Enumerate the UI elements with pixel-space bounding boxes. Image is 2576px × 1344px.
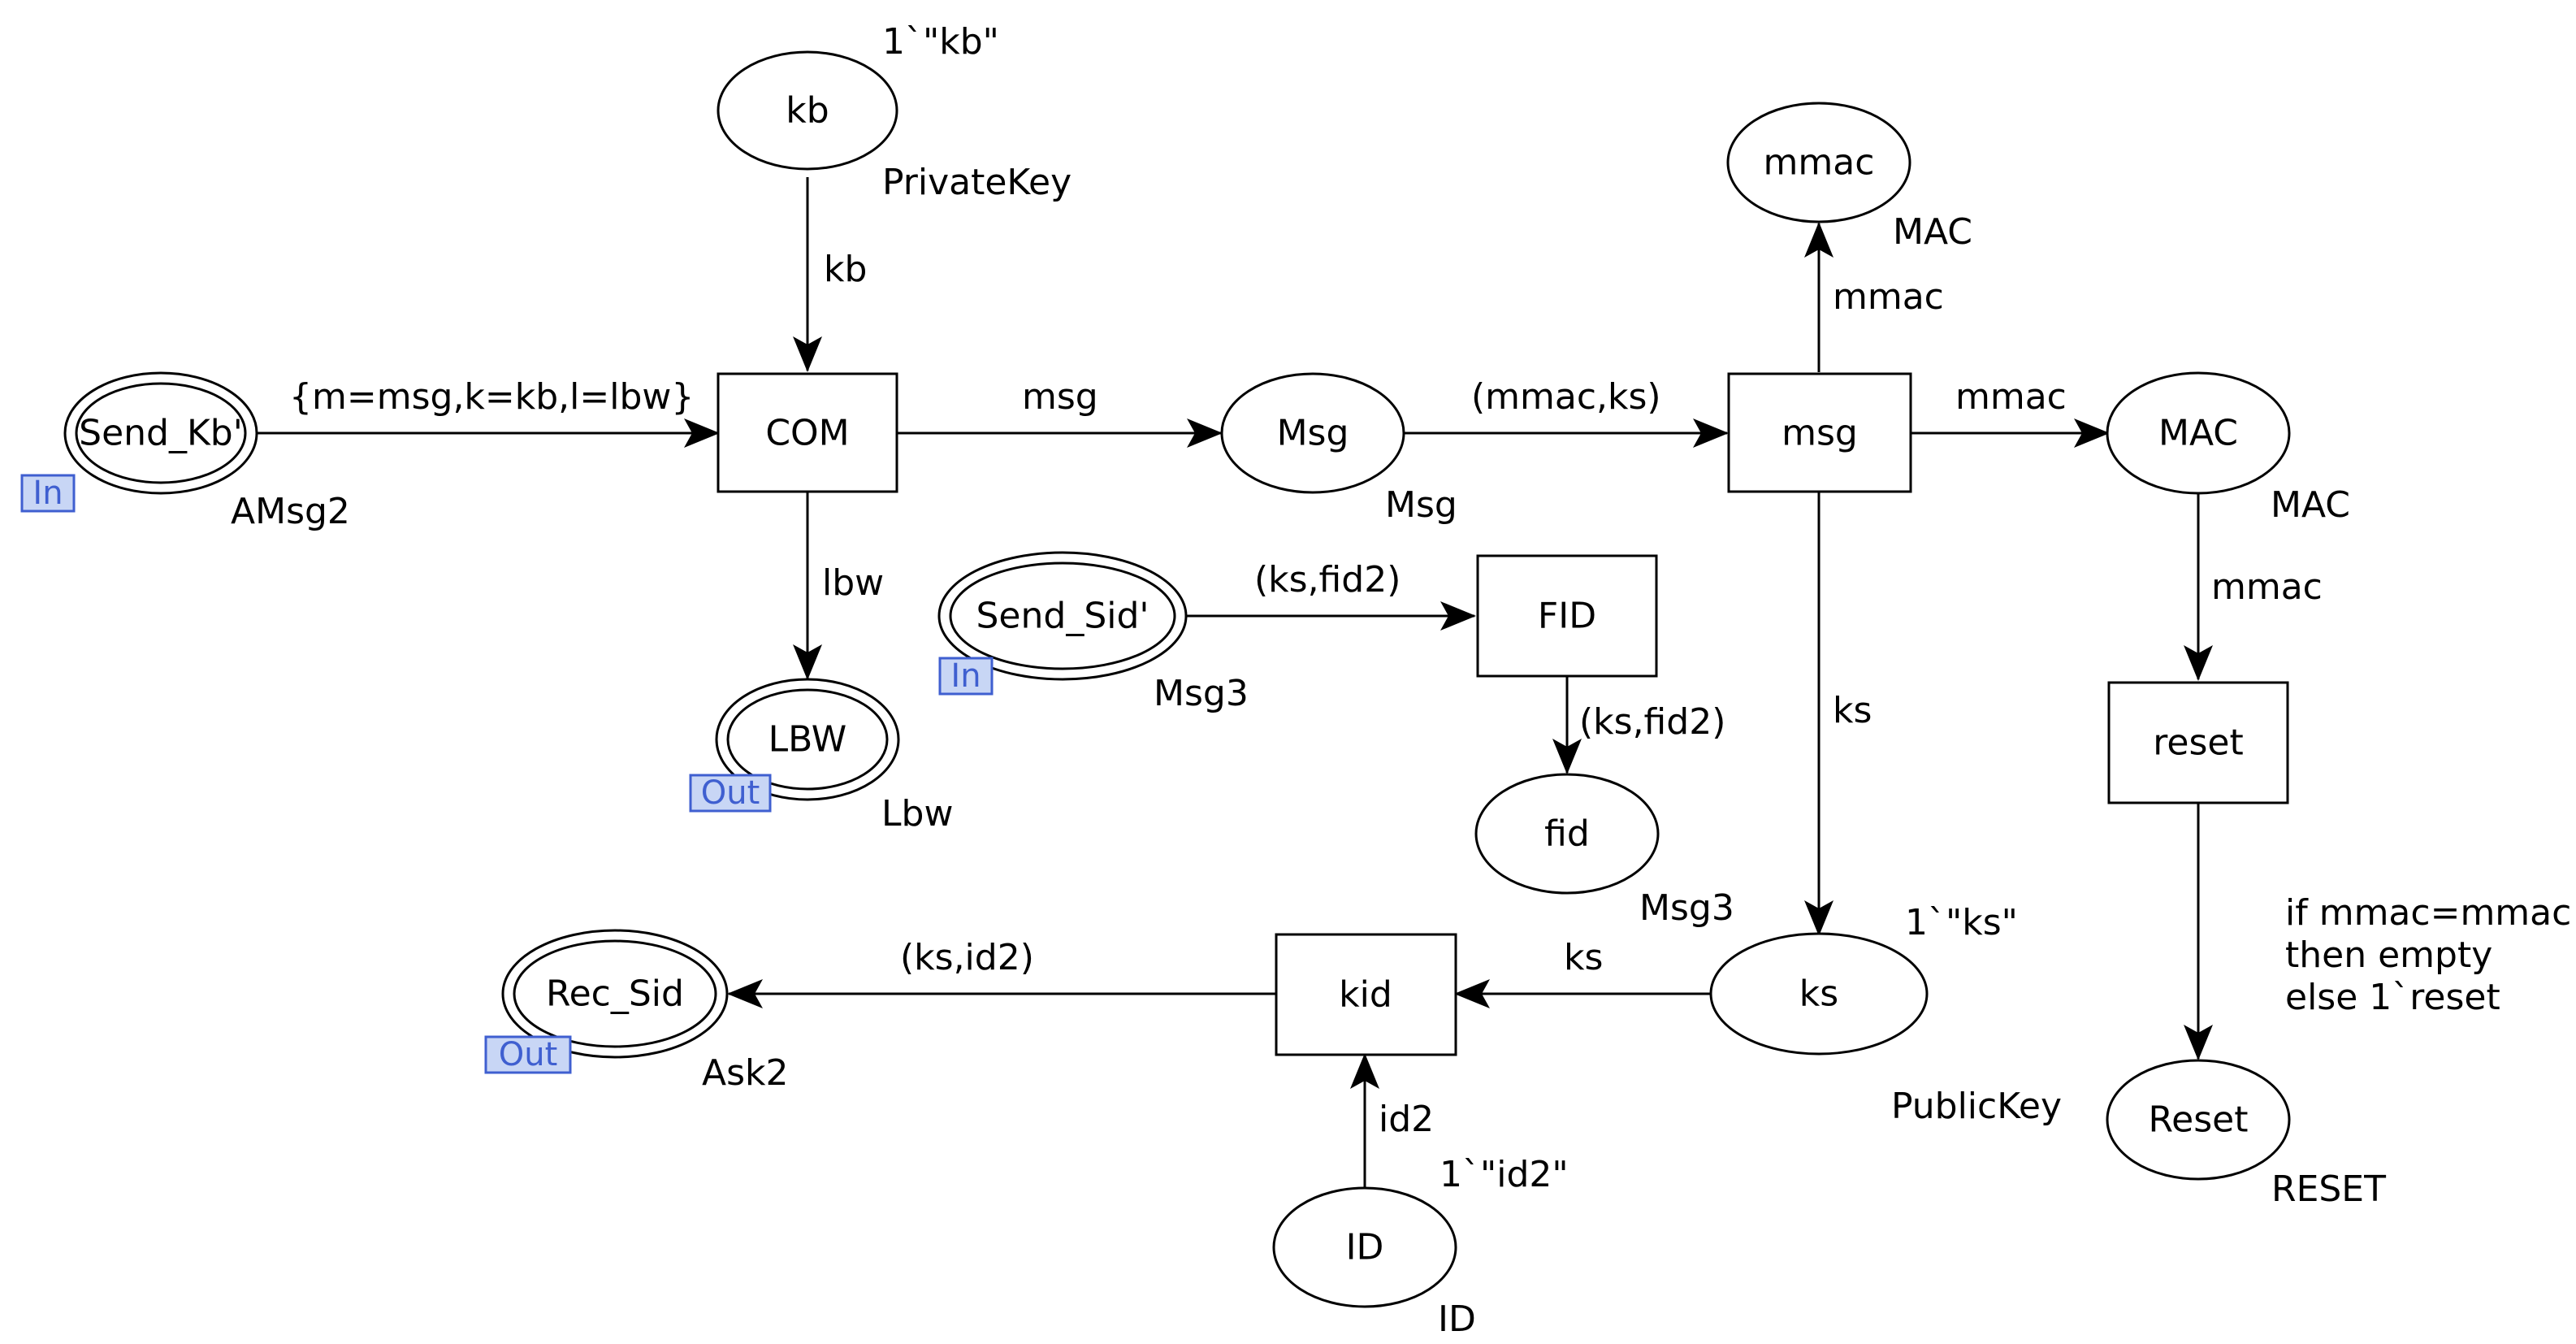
- inscription-sendkb-com: {m=msg,k=kb,l=lbw}: [289, 376, 694, 418]
- place-send-sid[interactable]: Send_Sid' In: [937, 551, 1188, 696]
- marking-kb: 1`"kb": [882, 21, 999, 63]
- place-send-sid-label: Send_Sid': [976, 596, 1149, 637]
- place-kb[interactable]: kb: [717, 50, 898, 171]
- place-mac[interactable]: MAC: [2106, 371, 2291, 495]
- inscription-com-lbw: lbw: [822, 562, 884, 604]
- transition-fid[interactable]: FID: [1476, 554, 1658, 678]
- colorset-send-sid: Msg3: [1154, 673, 1249, 714]
- inscription-id-kid: id2: [1379, 1099, 1434, 1140]
- port-tag-in-label: In: [32, 475, 63, 512]
- place-reset[interactable]: Reset: [2106, 1059, 2291, 1181]
- transition-com-label: COM: [765, 413, 849, 454]
- transition-msg[interactable]: msg: [1727, 372, 1912, 493]
- inscription-msgt-mmac: mmac: [1833, 276, 1944, 318]
- initial-markings: 1`"kb" 1`"ks" 1`"id2": [882, 21, 2018, 1195]
- port-tag-out-rec: [484, 1035, 572, 1074]
- place-id-label: ID: [1346, 1227, 1384, 1268]
- place-mmac[interactable]: mmac: [1726, 102, 1911, 223]
- colorset-rec-sid: Ask2: [702, 1052, 789, 1094]
- place-fid-label: fid: [1544, 813, 1590, 855]
- colorset-send-kb: AMsg2: [231, 491, 350, 532]
- transition-fid-label: FID: [1538, 596, 1596, 637]
- inscription-reset-line-2: then empty: [2285, 934, 2492, 976]
- place-lbw-label: LBW: [768, 719, 847, 761]
- transition-msg-label: msg: [1782, 413, 1858, 454]
- place-reset-label: Reset: [2149, 1099, 2249, 1141]
- colorset-mmac: MAC: [1893, 211, 1972, 253]
- port-tag-out: [689, 774, 772, 813]
- place-msg[interactable]: Msg: [1220, 372, 1405, 494]
- colorset-ks: PublicKey: [1891, 1086, 2062, 1127]
- place-kb-label: kb: [786, 90, 829, 132]
- colorset-lbw: Lbw: [881, 793, 953, 835]
- port-tag-out-rec-label: Out: [499, 1036, 558, 1073]
- place-rec-sid-label: Rec_Sid: [546, 973, 684, 1015]
- inscription-msgt-ks: ks: [1833, 690, 1872, 731]
- arcs: [258, 177, 2213, 1188]
- place-msg-label: Msg: [1277, 413, 1349, 454]
- inscription-kb-com: kb: [824, 249, 867, 290]
- inscription-kid-recsid: (ks,id2): [900, 937, 1034, 978]
- inscription-msgplace-msgt: (mmac,ks): [1471, 376, 1661, 418]
- colorset-msg: Msg: [1385, 484, 1457, 526]
- inscription-reset-line-1: if mmac=mmac: [2285, 892, 2571, 934]
- place-id[interactable]: ID: [1272, 1186, 1457, 1308]
- place-ks-label: ks: [1799, 973, 1838, 1015]
- place-mac-label: MAC: [2158, 413, 2238, 454]
- place-ks[interactable]: ks: [1709, 932, 1929, 1056]
- inscription-reset-resetplace: if mmac=mmac then empty else 1`reset: [2285, 892, 2571, 1018]
- transition-reset-label: reset: [2153, 722, 2243, 764]
- places: kb Send_Kb' In LBW Out Msg Send_Sid': [20, 50, 2291, 1308]
- transitions: COM FID msg reset kid: [717, 372, 2289, 1056]
- place-fid[interactable]: fid: [1474, 773, 1660, 895]
- port-tag-in: [20, 474, 76, 513]
- colorset-kb: PrivateKey: [882, 162, 1072, 203]
- place-mmac-label: mmac: [1764, 142, 1875, 184]
- colorset-reset: RESET: [2271, 1168, 2386, 1210]
- marking-id: 1`"id2": [1440, 1154, 1569, 1195]
- transition-kid[interactable]: kid: [1275, 933, 1457, 1056]
- arc-inscriptions: kb {m=msg,k=kb,l=lbw} msg lbw (mmac,ks) …: [289, 249, 2571, 1140]
- inscription-com-msg: msg: [1022, 376, 1098, 418]
- place-lbw[interactable]: LBW Out: [689, 678, 900, 813]
- transition-com[interactable]: COM: [717, 372, 898, 493]
- place-send-kb-label: Send_Kb': [79, 413, 243, 454]
- inscription-fidt-fid: (ks,fid2): [1579, 701, 1725, 743]
- transition-reset[interactable]: reset: [2107, 681, 2289, 804]
- colorset-fid: Msg3: [1639, 887, 1734, 929]
- port-tag-in-sid-label: In: [950, 657, 981, 695]
- inscription-reset-line-3: else 1`reset: [2285, 977, 2500, 1018]
- place-rec-sid[interactable]: Rec_Sid Out: [484, 929, 729, 1074]
- inscription-ks-kid: ks: [1564, 937, 1603, 978]
- inscription-msgt-mac: mmac: [1955, 376, 2067, 418]
- colorset-id: ID: [1438, 1298, 1476, 1340]
- inscription-sendsid-fid: (ks,fid2): [1254, 559, 1401, 600]
- transition-kid-label: kid: [1339, 974, 1392, 1016]
- port-tag-in-sid: [938, 657, 994, 696]
- place-send-kb[interactable]: Send_Kb' In: [20, 371, 258, 513]
- colorset-labels: PrivateKey AMsg2 Lbw Msg Msg3 Msg3 MAC M…: [231, 162, 2386, 1340]
- marking-ks: 1`"ks": [1905, 902, 2018, 943]
- port-tag-out-label: Out: [701, 774, 760, 812]
- colorset-mac: MAC: [2271, 484, 2350, 526]
- inscription-mac-reset: mmac: [2211, 566, 2323, 608]
